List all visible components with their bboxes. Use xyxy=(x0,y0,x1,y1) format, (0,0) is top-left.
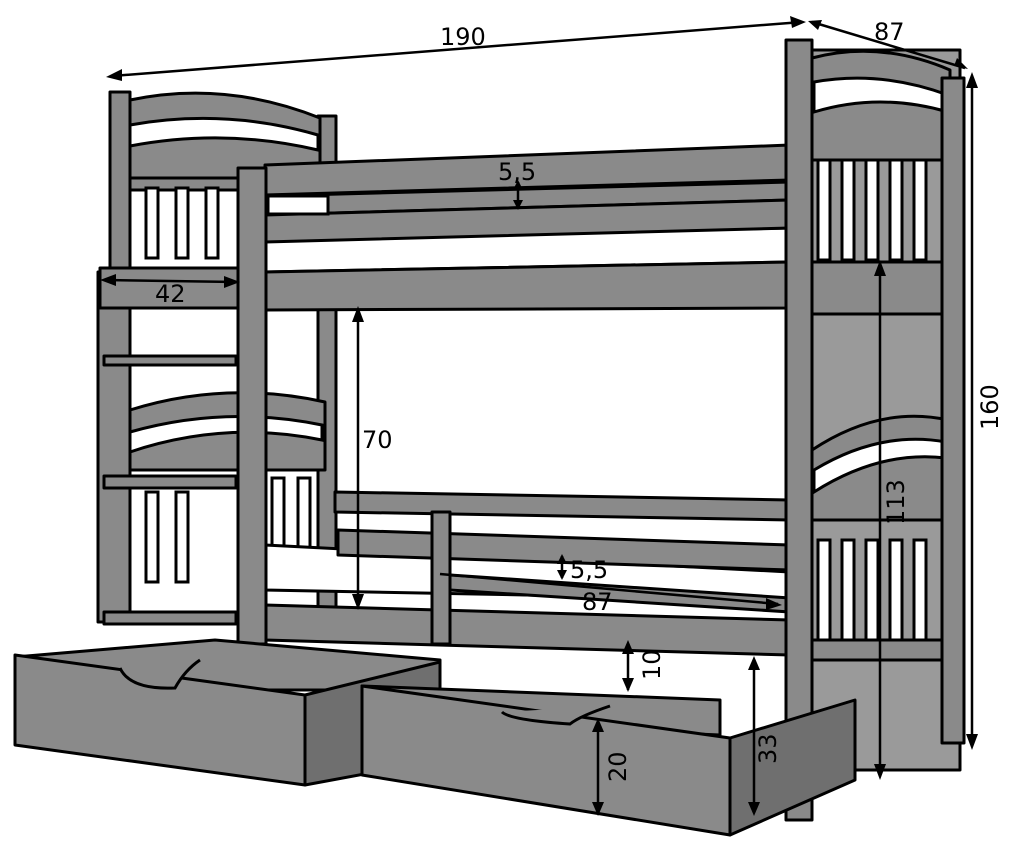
dim-rail-top-label: 5,5 xyxy=(498,158,536,186)
dim-lower-clearance-label: 70 xyxy=(362,426,393,454)
dim-upper-height-label: 113 xyxy=(882,479,910,525)
dim-length-label: 190 xyxy=(440,23,486,51)
dimension-lines xyxy=(100,16,978,816)
dim-ladder-label: 42 xyxy=(155,280,186,308)
right-end-frame xyxy=(784,38,966,822)
lower-bunk xyxy=(236,166,792,657)
dim-drawer-gap-label: 10 xyxy=(638,649,666,680)
left-end-frame xyxy=(108,90,338,624)
dim-drawer-total-label: 33 xyxy=(754,733,782,764)
dim-height-label: 160 xyxy=(976,384,1004,430)
dim-rail-bottom-label: 5,5 xyxy=(570,556,608,584)
dim-inner-length-label: 87 xyxy=(582,588,613,616)
drawers xyxy=(13,638,857,837)
dim-depth-label: 87 xyxy=(874,18,905,46)
dim-drawer-height-label: 20 xyxy=(604,751,632,782)
